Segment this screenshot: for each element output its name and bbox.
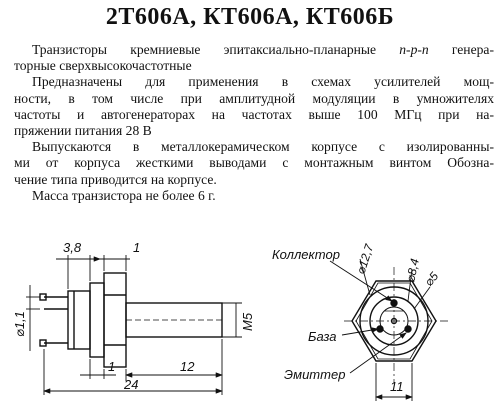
paragraph-2-line-4: пряжении питания 28 В <box>14 123 152 139</box>
paragraph-3-line-2: ми от корпуса жесткими выводами с монтаж… <box>14 155 494 171</box>
label-emitter: Эмиттер <box>284 367 345 382</box>
page-title: 2Т606А, КТ606А, КТ606Б <box>105 4 395 30</box>
dim-1-bottom: 1 <box>108 359 115 374</box>
cap <box>89 282 105 358</box>
paragraph-4: Масса транзистора не более 6 г. <box>14 188 494 204</box>
pin-emitter <box>404 325 412 333</box>
paragraph-1-line-2: торные сверхвысокочастотные <box>14 58 192 74</box>
paragraph-3-line-3: чение типа приводится на корпусе. <box>14 171 217 187</box>
dim-d5: ⌀5 <box>422 269 442 289</box>
lead-tip-lower <box>39 339 47 347</box>
paragraph-2-line-2: ности, в том числе при амплитудной модул… <box>14 90 494 106</box>
dim-d8-4: ⌀8,4 <box>403 257 422 284</box>
dim-12: 12 <box>180 359 195 374</box>
dim-1-top: 1 <box>133 240 140 255</box>
paragraph-1-line-1: Транзисторы кремниевые эпитаксиально-пла… <box>32 42 494 57</box>
ceramic-body <box>67 290 91 350</box>
paragraph-2-line-1: Предназначены для применения в схемах ус… <box>32 74 494 90</box>
middle-circle <box>369 296 419 346</box>
paragraph-4-line-1: Масса транзистора не более 6 г. <box>32 187 216 203</box>
label-collector: Коллектор <box>272 247 340 262</box>
paragraph-3: Выпускаются в металлокерамическом корпус… <box>14 139 494 188</box>
dim-d12-7: ⌀12,7 <box>354 241 377 276</box>
paragraph-2-line-3: частоты и автогенераторах на частотах вы… <box>14 106 494 122</box>
description-text: Транзисторы кремниевые эпитаксиально-пла… <box>14 42 494 204</box>
dim-24: 24 <box>123 377 138 392</box>
paragraph-1: Транзисторы кремниевые эпитаксиально-пла… <box>14 42 494 74</box>
paragraph-2: Предназначены для применения в схемах ус… <box>14 74 494 139</box>
side-view <box>39 272 223 368</box>
dim-11: 11 <box>390 379 404 394</box>
dim-d1-1: ⌀1,1 <box>12 311 27 337</box>
hex-flange <box>103 272 127 368</box>
transistor-drawing: 3,8 1 ⌀1,1 M5 1 12 24 <box>12 240 448 401</box>
dim-3-8: 3,8 <box>63 240 82 255</box>
label-base: База <box>308 329 337 344</box>
dim-m5: M5 <box>240 312 255 331</box>
paragraph-3-line-1: Выпускаются в металлокерамическом корпус… <box>32 139 494 155</box>
npn-label: n-p-n <box>399 42 429 57</box>
